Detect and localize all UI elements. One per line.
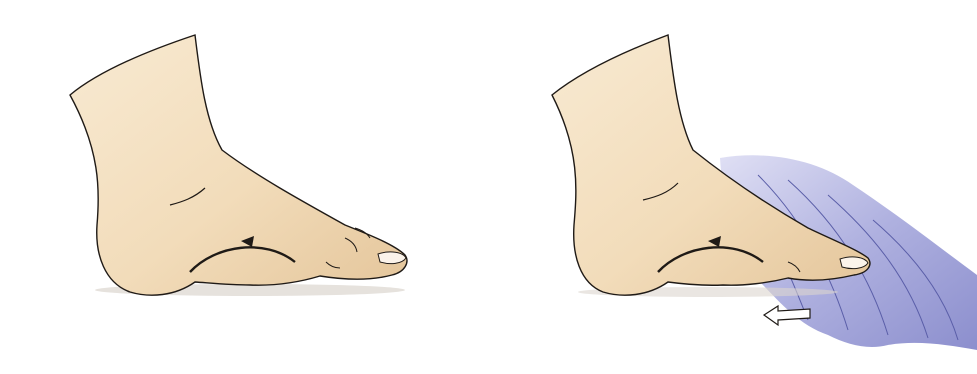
foot-towel-drawing bbox=[488, 0, 977, 374]
foot-arch-drawing bbox=[0, 0, 488, 374]
foot-shape bbox=[552, 35, 870, 295]
foot-shape bbox=[70, 35, 407, 295]
toenail bbox=[378, 252, 406, 264]
foot-illustration-right bbox=[488, 0, 977, 374]
toenail bbox=[840, 257, 868, 269]
foot-illustration-left bbox=[0, 0, 488, 374]
